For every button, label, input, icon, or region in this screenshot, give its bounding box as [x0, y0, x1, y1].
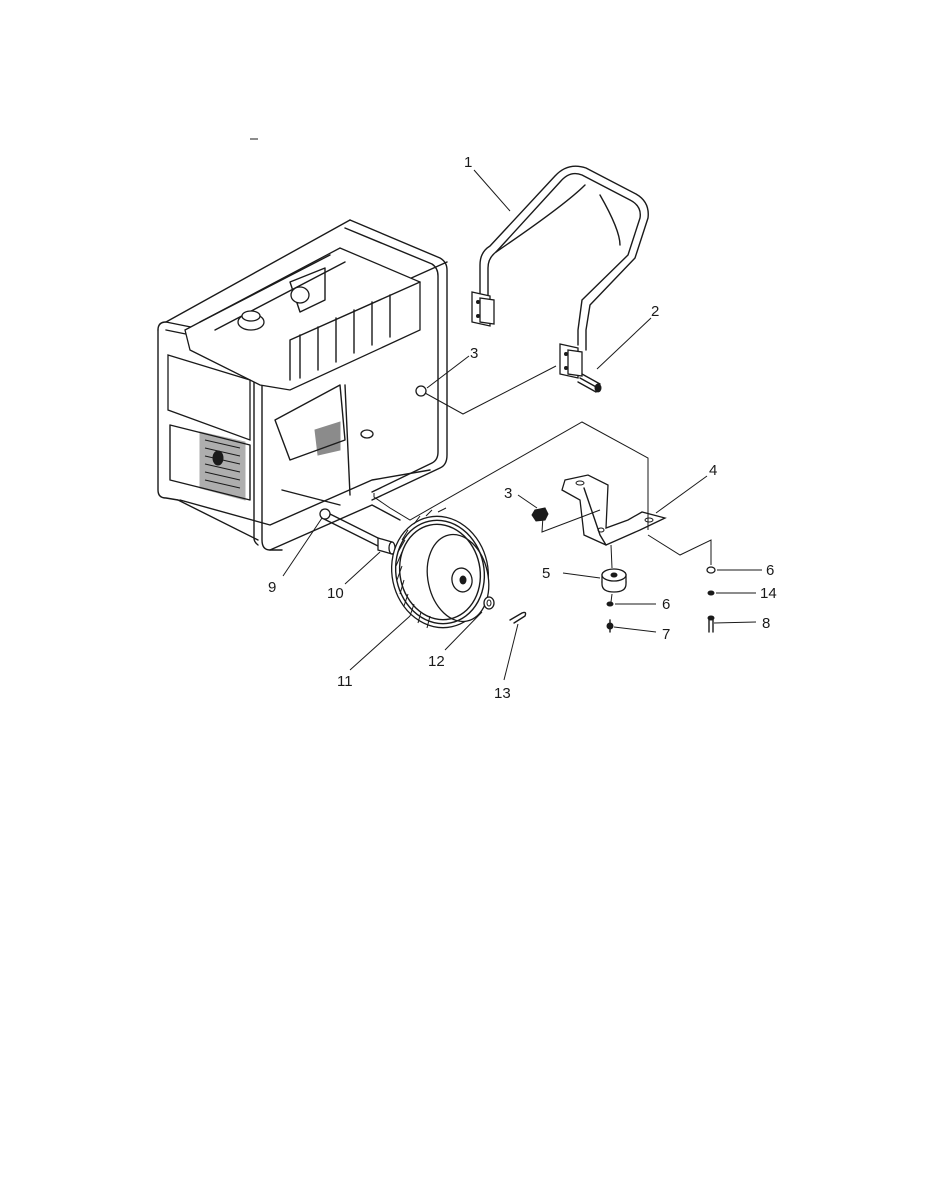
cotter-pin	[509, 611, 527, 624]
callout-11: 11	[337, 673, 353, 690]
callout-labels: 1 2 3 3 4 5 6 6 7 8 9 10 11 12 13 14	[268, 154, 777, 702]
rubber-mount	[601, 568, 627, 593]
axle	[319, 508, 383, 549]
callout-6: 6	[662, 596, 670, 613]
callout-8: 8	[762, 615, 770, 632]
handle	[471, 165, 649, 379]
callout-leaders	[282, 169, 762, 681]
hex-nut	[531, 507, 549, 522]
generator-assembly	[157, 219, 448, 551]
axle-spacer	[377, 537, 396, 555]
lower-fasteners	[606, 566, 716, 633]
callout-2: 2	[651, 303, 659, 320]
callout-6: 6	[766, 562, 774, 579]
handle-screw	[577, 373, 602, 393]
callout-5: 5	[542, 565, 550, 582]
callout-3: 3	[504, 485, 512, 502]
callout-4: 4	[709, 462, 717, 479]
callout-7: 7	[662, 626, 670, 643]
callout-14: 14	[760, 585, 777, 602]
callout-9: 9	[268, 579, 276, 596]
assembly-lines	[373, 365, 712, 603]
callout-3: 3	[470, 345, 478, 362]
callout-10: 10	[327, 585, 344, 602]
callout-1: 1	[464, 154, 472, 171]
mount-bracket	[561, 474, 667, 546]
wheel	[390, 507, 490, 629]
callout-12: 12	[428, 653, 445, 670]
wheel-washer	[483, 596, 495, 610]
callout-13: 13	[494, 685, 511, 702]
